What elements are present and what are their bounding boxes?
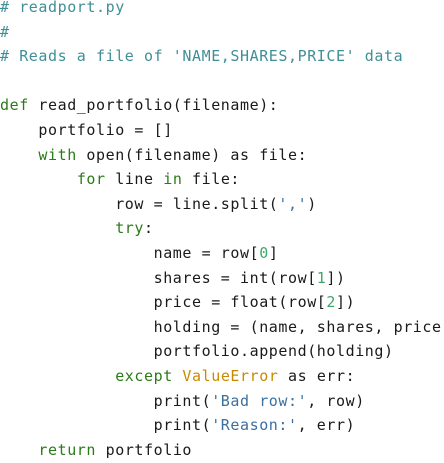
code-line: for line in file: — [0, 168, 240, 190]
code-text — [0, 367, 115, 385]
code-text: portfolio = [] — [0, 121, 173, 139]
code-text: price = float(row[ — [0, 293, 327, 312]
code-text: line — [105, 170, 164, 189]
code-text: print( — [0, 391, 212, 410]
code-text: as err: — [278, 367, 356, 385]
code-number: 0 — [259, 244, 269, 262]
code-line: print('Bad row:', row) — [0, 390, 365, 412]
code-text: : — [144, 219, 154, 238]
code-text: ]) — [336, 293, 356, 312]
code-number: 1 — [316, 268, 327, 287]
code-line: portfolio.append(holding) — [0, 340, 394, 362]
code-keyword: def — [0, 96, 29, 115]
code-line: shares = int(row[1]) — [0, 267, 346, 289]
code-text: name = row[ — [0, 244, 260, 262]
code-text: ] — [268, 244, 279, 262]
code-text: portfolio.append(holding) — [0, 342, 394, 361]
code-line: holding = (name, shares, price) — [0, 316, 444, 338]
code-line: return portfolio — [0, 439, 192, 461]
code-comment: # readport.py — [0, 0, 125, 16]
code-line: price = float(row[2]) — [0, 291, 355, 313]
code-line: print('Reason:', err) — [0, 414, 355, 436]
code-text: file: — [182, 170, 241, 189]
code-string: ',' — [278, 194, 308, 213]
code-line: row = line.split(',') — [0, 193, 317, 215]
code-line: # readport.py — [0, 0, 125, 18]
code-text — [0, 170, 77, 188]
code-string: 'Bad row:' — [211, 391, 308, 410]
code-keyword: for — [76, 170, 106, 189]
code-line: # Reads a file of 'NAME,SHARES,PRICE' da… — [0, 45, 403, 67]
code-text: open(filename) as file: — [76, 145, 308, 164]
code-line: except ValueError as err: — [0, 365, 355, 387]
code-text — [0, 219, 115, 237]
code-text: read_portfolio(filename): — [28, 96, 279, 115]
code-text: , err) — [297, 416, 356, 435]
code-keyword: except — [115, 367, 173, 385]
code-text: , row) — [307, 391, 365, 410]
code-text: portfolio — [96, 440, 193, 459]
code-line: try: — [0, 217, 154, 239]
code-text: holding = (name, shares, price) — [0, 317, 444, 336]
code-text: ]) — [326, 268, 346, 287]
code-line: # — [0, 21, 10, 43]
code-number: 2 — [326, 293, 337, 312]
code-line: name = row[0] — [0, 242, 278, 264]
code-text: ) — [307, 194, 317, 213]
code-line: def read_portfolio(filename): — [0, 94, 278, 116]
code-text: row = line.split( — [0, 194, 279, 213]
code-text: print( — [0, 416, 212, 435]
code-exception-name: ValueError — [182, 367, 279, 385]
code-keyword: return — [38, 440, 97, 459]
code-comment: # — [0, 22, 10, 41]
code-text — [0, 441, 38, 459]
code-string: 'Reason:' — [211, 416, 298, 435]
code-line: with open(filename) as file: — [0, 144, 307, 166]
code-text: shares = int(row[ — [0, 268, 317, 287]
code-keyword: in — [163, 170, 183, 189]
code-keyword: with — [38, 145, 77, 164]
code-text — [173, 367, 183, 385]
code-comment: # Reads a file of 'NAME,SHARES,PRICE' da… — [0, 47, 404, 66]
code-keyword: try — [115, 219, 145, 238]
code-line: portfolio = [] — [0, 119, 173, 141]
code-text — [0, 146, 38, 164]
